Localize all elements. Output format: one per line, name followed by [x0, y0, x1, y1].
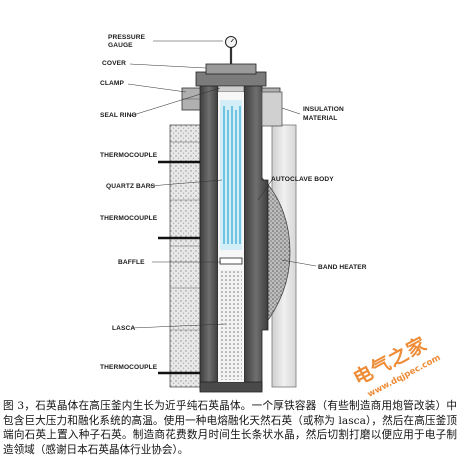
label-pressure-gauge-2: GAUGE [108, 42, 133, 49]
baffle [219, 257, 243, 265]
label-band-heater: BAND HEATER [318, 264, 367, 271]
label-thermocouple-top: THERMOCOUPLE [100, 152, 158, 159]
insulation-top-right [261, 91, 283, 127]
insulation-left [169, 124, 201, 388]
chamber-interior [218, 92, 244, 382]
pressure-gauge-icon [225, 36, 237, 64]
label-pressure-gauge-1: PRESSURE [108, 34, 146, 41]
label-clamp: CLAMP [100, 80, 124, 87]
label-lasca: LASCA [112, 325, 135, 332]
band-heater [261, 177, 291, 330]
label-insulation-1: INSULATION [303, 106, 344, 113]
figure-caption: 图 3，石英晶体在高压釜内生长为近乎纯石英晶体。一个厚铁容器（有些制造商用炮管改… [3, 400, 457, 456]
lasca [220, 270, 242, 380]
quartz-bar-lines [223, 106, 241, 244]
leader-lines [127, 40, 317, 329]
label-baffle: BAFFLE [118, 259, 145, 266]
label-thermocouple-bottom: THERMOCOUPLE [100, 364, 158, 371]
thermocouple-rods [158, 160, 200, 375]
label-insulation-2: MATERIAL [303, 115, 337, 122]
label-seal-ring: SEAL RING [100, 112, 137, 119]
label-autoclave-body: AUTOCLAVE BODY [271, 176, 334, 183]
label-cover: COVER [102, 60, 126, 67]
label-quartz-bars: QUARTZ BARS [106, 183, 156, 190]
label-thermocouple-mid: THERMOCOUPLE [100, 215, 158, 222]
